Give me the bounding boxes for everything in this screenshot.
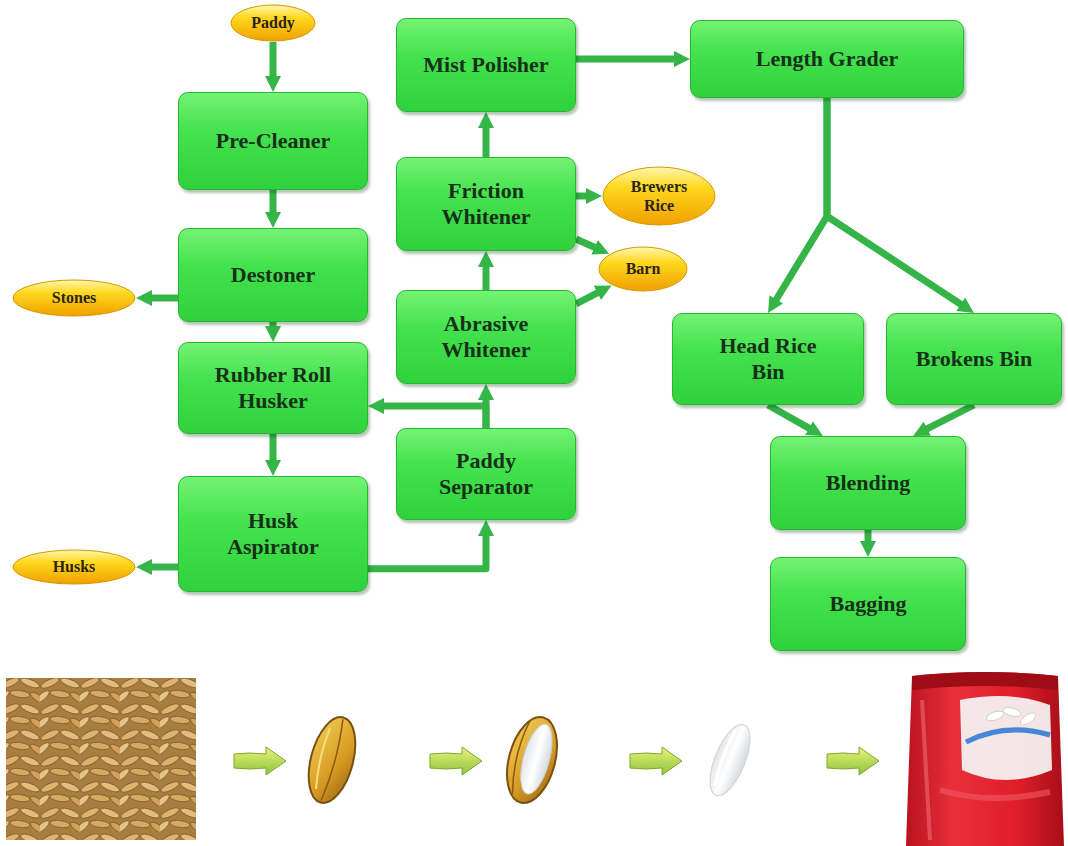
process-box: Paddy Separator [396,428,576,520]
bag-grain [1018,711,1037,728]
flow-arrow [576,56,680,63]
node-label: Stones [52,288,96,307]
step-arrow [234,747,286,775]
node-label: Husk Aspirator [213,508,333,561]
paddy-photo [6,678,196,840]
bag-label [960,696,1052,780]
ellipse-shape [599,247,687,291]
node-label: Length Grader [756,46,898,72]
bag-grain [1002,706,1021,718]
output-ellipse: Paddy [230,4,316,42]
flow-arrow [576,239,600,250]
bag-grain [985,709,1005,723]
process-box: Mist Polisher [396,18,576,112]
husk [300,712,363,808]
flow-arrow [865,530,872,547]
paddy-grain [300,712,363,808]
node-label: Mist Polisher [423,52,548,78]
node-label: Barn [626,259,661,278]
node-label: Head Rice Bin [708,333,828,386]
flow-arrow [768,405,814,431]
husk [498,712,565,809]
process-box: Pre-Cleaner [178,92,368,190]
ellipse-outline [602,166,716,226]
output-ellipse: Stones [12,279,136,317]
process-box: Rubber Roll Husker [178,342,368,434]
ellipse-shape [603,167,715,225]
flow-arrow [483,122,490,157]
node-label: Bagging [829,591,906,617]
flow-arrow [270,434,277,466]
node-label: Paddy [251,13,295,32]
process-box: Friction Whitener [396,157,576,251]
node-label: Destoner [231,262,315,288]
node-label: Husks [53,557,96,576]
flow-arrow [146,295,178,302]
flow-arrow [378,406,486,428]
node-label: Brewers Rice [619,177,699,215]
flow-arrow [773,98,827,304]
flow-arrow [270,322,277,332]
step-arrow [827,747,879,775]
husk-edge [507,719,532,794]
node-label: Rubber Roll Husker [198,362,348,415]
ellipse-shape [13,280,135,316]
process-box: Brokens Bin [886,313,1062,405]
flow-arrow [483,261,490,290]
process-box: Abrasive Whitener [396,290,576,384]
process-box: Blending [770,436,966,530]
flow-arrow [270,42,277,82]
bag-seal [912,672,1058,690]
flow-arrow [368,530,486,569]
white-rice-grain [702,719,758,801]
bag-shine [922,700,930,840]
step-arrow [630,747,682,775]
process-box: Husk Aspirator [178,476,368,592]
node-label: Pre-Cleaner [216,128,330,154]
bag-body [906,672,1064,846]
node-label: Friction Whitener [426,178,546,231]
process-box: Destoner [178,228,368,322]
node-label: Brokens Bin [916,346,1032,372]
ellipse-shape [231,5,315,41]
kernel [515,721,559,797]
node-label: Paddy Separator [426,448,546,501]
output-ellipse: Barn [598,246,688,292]
flow-arrow [922,405,974,431]
ellipse-shape [13,550,135,584]
flow-arrow [827,98,966,308]
bag-fold [940,790,1050,798]
husked-grain [498,712,565,809]
step-arrow [430,747,482,775]
output-ellipse: Husks [12,549,136,585]
output-ellipse: Brewers Rice [602,166,716,226]
flow-arrow [576,193,592,200]
flow-arrow [270,190,277,218]
process-box: Length Grader [690,20,964,98]
husk-highlight [313,728,333,789]
process-box: Bagging [770,557,966,651]
bag-swoosh [966,730,1050,742]
flow-arrow [576,290,603,304]
flow-arrow [146,564,178,571]
kernel [702,719,758,801]
husk-seam [321,719,346,801]
node-label: Abrasive Whitener [426,311,546,364]
kernel-highlight [712,729,738,786]
process-box: Head Rice Bin [672,313,864,405]
flow-arrow [483,394,490,428]
node-label: Blending [826,470,910,496]
rice-bag [906,672,1064,846]
